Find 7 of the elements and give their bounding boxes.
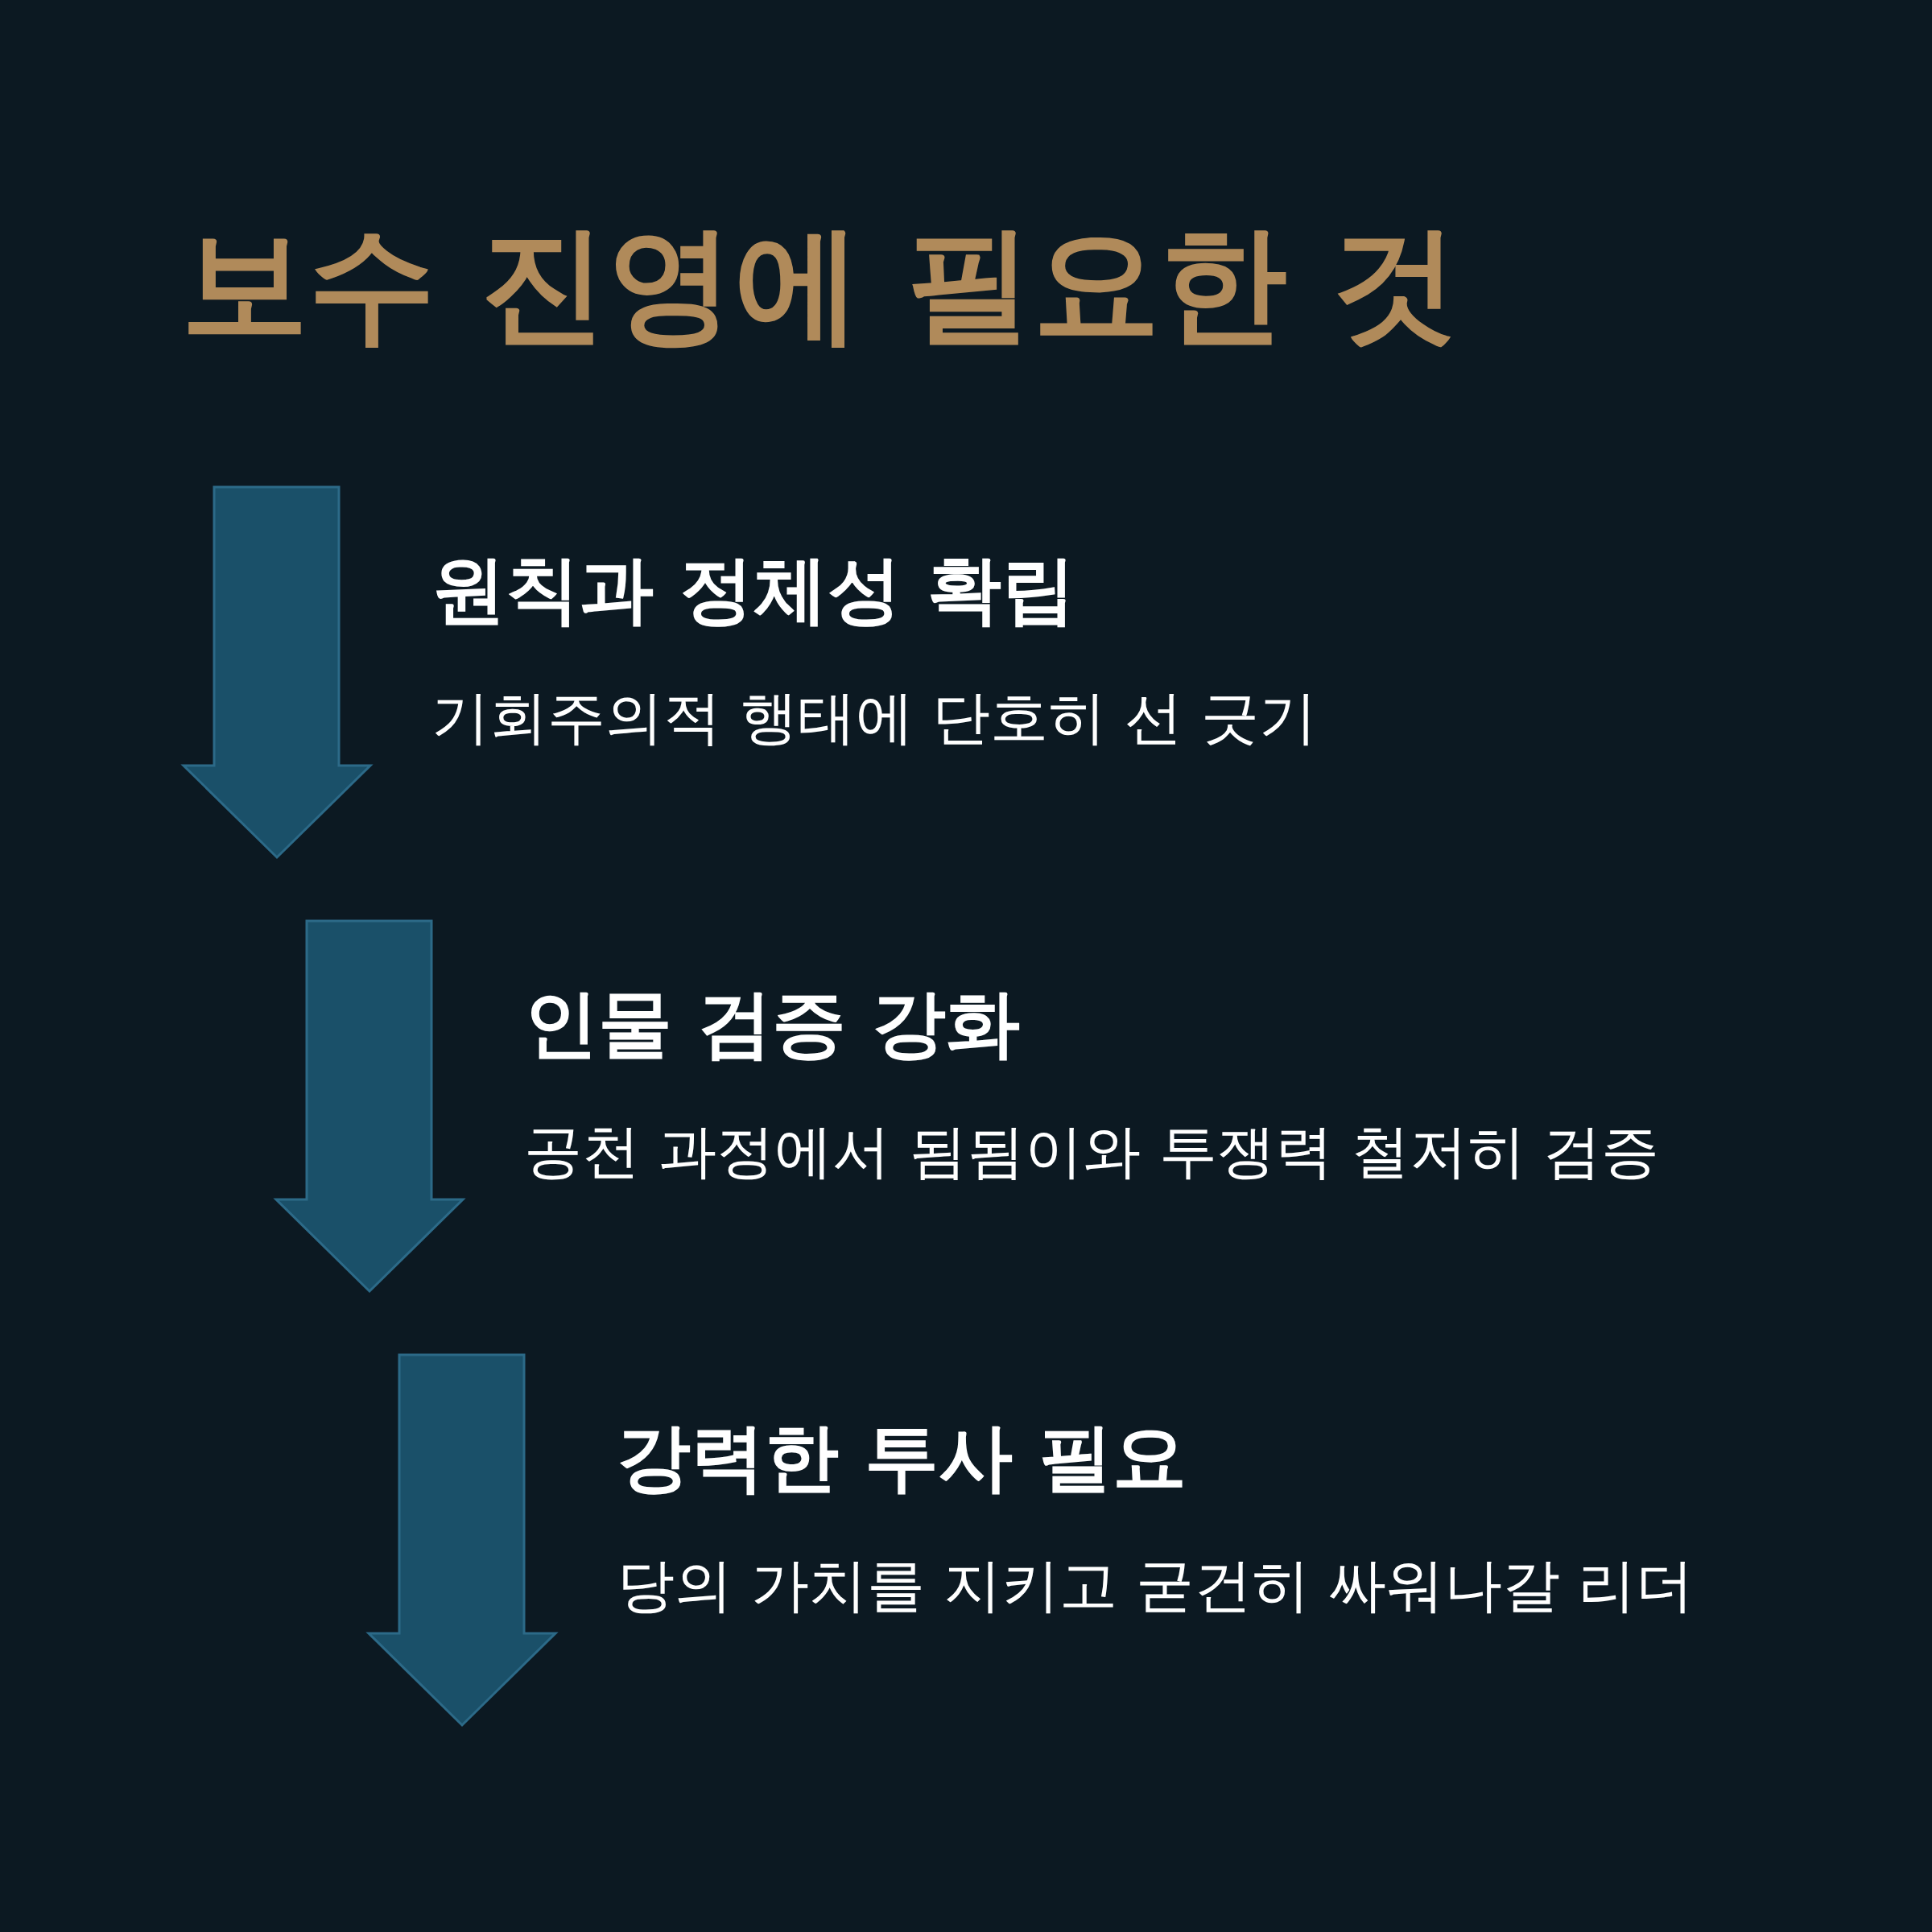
step-description: 공천 과정에서 됨됨이와 투쟁력 철저히 검증 bbox=[524, 1118, 1660, 1185]
title: 보수 진영에 필요한 것 bbox=[181, 211, 1459, 357]
step-description: 당의 가치를 지키고 굳건히 싸워나갈 리더 bbox=[617, 1552, 1695, 1619]
step-description: 기회주의적 행태에 단호히 선 긋기 bbox=[431, 684, 1317, 751]
step-heading: 인물 검증 강화 bbox=[524, 981, 1021, 1067]
step-heading: 강력한 투사 필요 bbox=[617, 1415, 1187, 1501]
step-heading: 원칙과 정체성 확립 bbox=[431, 547, 1076, 633]
